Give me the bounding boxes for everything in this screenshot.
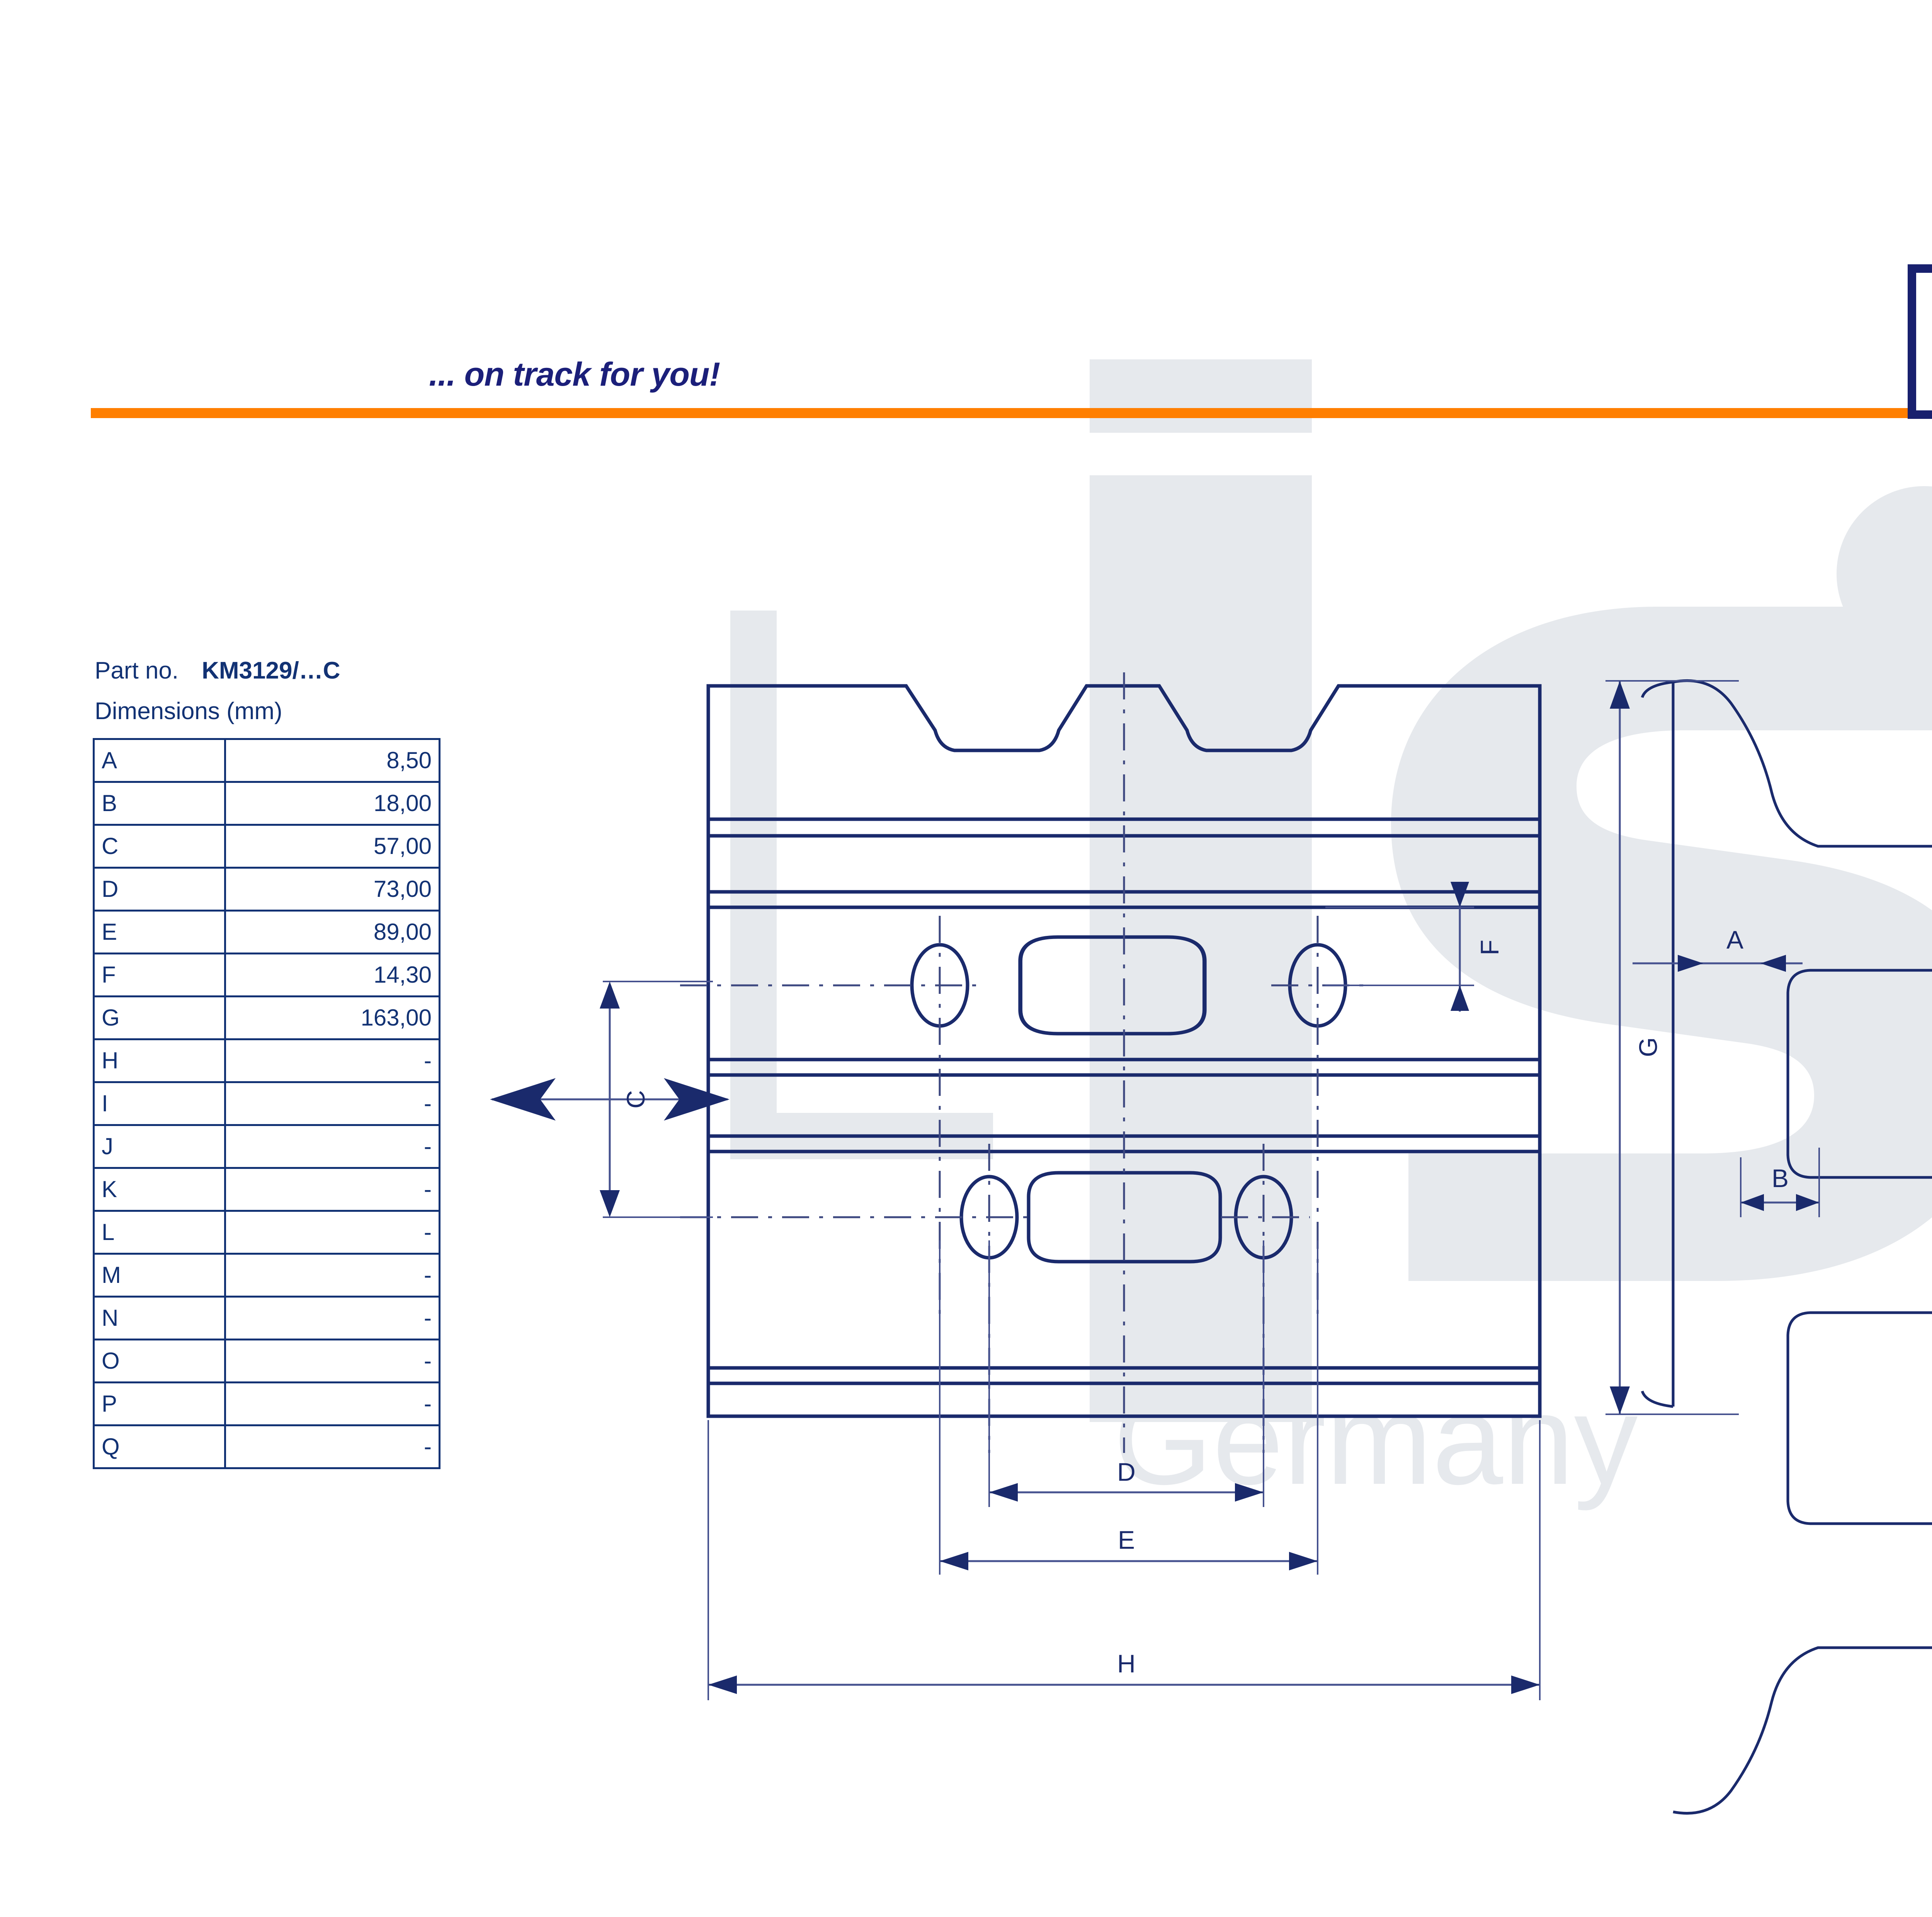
table-row: M- (92, 1253, 440, 1298)
dimension-label-F: F (1475, 940, 1504, 955)
dimension-label-E: E (1118, 1526, 1135, 1554)
dimension-value: 163,00 (224, 995, 440, 1040)
dimension-key: O (92, 1339, 226, 1383)
dimension-value: - (224, 1296, 440, 1340)
dimension-value: 57,00 (224, 824, 440, 869)
dimension-value: - (224, 1038, 440, 1083)
dimension-value: 14,30 (224, 953, 440, 997)
header-orange-rule (91, 408, 1932, 418)
dimension-value: - (224, 1339, 440, 1383)
dimension-value: - (224, 1167, 440, 1212)
dimension-key: G (92, 995, 226, 1040)
dimension-C: C (490, 981, 730, 1218)
dimension-B: B (1740, 1148, 1820, 1217)
table-row: H- (92, 1038, 440, 1083)
dimension-label-C: C (621, 1090, 650, 1109)
dimension-value: - (224, 1253, 440, 1298)
dimension-key: L (92, 1210, 226, 1255)
tagline: ... on track for you! (429, 356, 720, 393)
dimension-value: 18,00 (224, 781, 440, 826)
dimension-key: Q (92, 1424, 226, 1469)
dimension-key: H (92, 1038, 226, 1083)
dimension-G: G (1605, 680, 1739, 1415)
dimension-key: J (92, 1124, 226, 1169)
logo-letter-l (1908, 264, 1932, 419)
part-number-row: Part no. KM3129/…C (95, 657, 442, 684)
dimension-label-B: B (1772, 1164, 1789, 1192)
dimension-key: N (92, 1296, 226, 1340)
dimension-value: - (224, 1081, 440, 1126)
dimension-value: - (224, 1381, 440, 1426)
dimension-value: 89,00 (224, 910, 440, 954)
dimension-key: F (92, 953, 226, 997)
dimension-value: - (224, 1424, 440, 1469)
dimension-key: E (92, 910, 226, 954)
dimension-E: E (939, 1240, 1318, 1575)
dimension-key: A (92, 738, 226, 783)
dimension-key: C (92, 824, 226, 869)
dimension-value: - (224, 1210, 440, 1255)
dimension-key: P (92, 1381, 226, 1426)
dimension-label-H: H (1117, 1649, 1136, 1678)
lis-logo: R (1866, 197, 1932, 444)
dimension-D: D (988, 1240, 1264, 1507)
table-row: O- (92, 1339, 440, 1383)
dimension-value: 73,00 (224, 867, 440, 912)
dimensions-label: Dimensions (mm) (95, 698, 282, 725)
dimension-key: D (92, 867, 226, 912)
table-row: J- (92, 1124, 440, 1169)
dimension-H: H (707, 1420, 1541, 1700)
dimension-label-G: G (1634, 1037, 1662, 1057)
side-view-profile (1641, 679, 1932, 1815)
dimension-F: F (1325, 882, 1504, 1012)
dimension-value: - (224, 1124, 440, 1169)
dimension-key: K (92, 1167, 226, 1212)
dimension-key: M (92, 1253, 226, 1298)
watermark-logo: R Germany (730, 359, 1932, 1512)
table-row: P- (92, 1381, 440, 1426)
dimension-label-A: A (1726, 925, 1743, 954)
table-row: L- (92, 1210, 440, 1255)
dimension-label-D: D (1117, 1458, 1136, 1486)
part-number-value: KM3129/…C (202, 657, 340, 684)
table-row: Q- (92, 1424, 440, 1469)
table-row: N- (92, 1296, 440, 1340)
table-row: K- (92, 1167, 440, 1212)
table-row: I- (92, 1081, 440, 1126)
dimension-key: B (92, 781, 226, 826)
svg-text:R: R (1885, 515, 1932, 636)
dimension-value: 8,50 (224, 738, 440, 783)
dimension-A: A (1633, 925, 1803, 972)
svg-text:Germany: Germany (1113, 1368, 1638, 1512)
part-number-label: Part no. (95, 657, 179, 684)
dimension-key: I (92, 1081, 226, 1126)
